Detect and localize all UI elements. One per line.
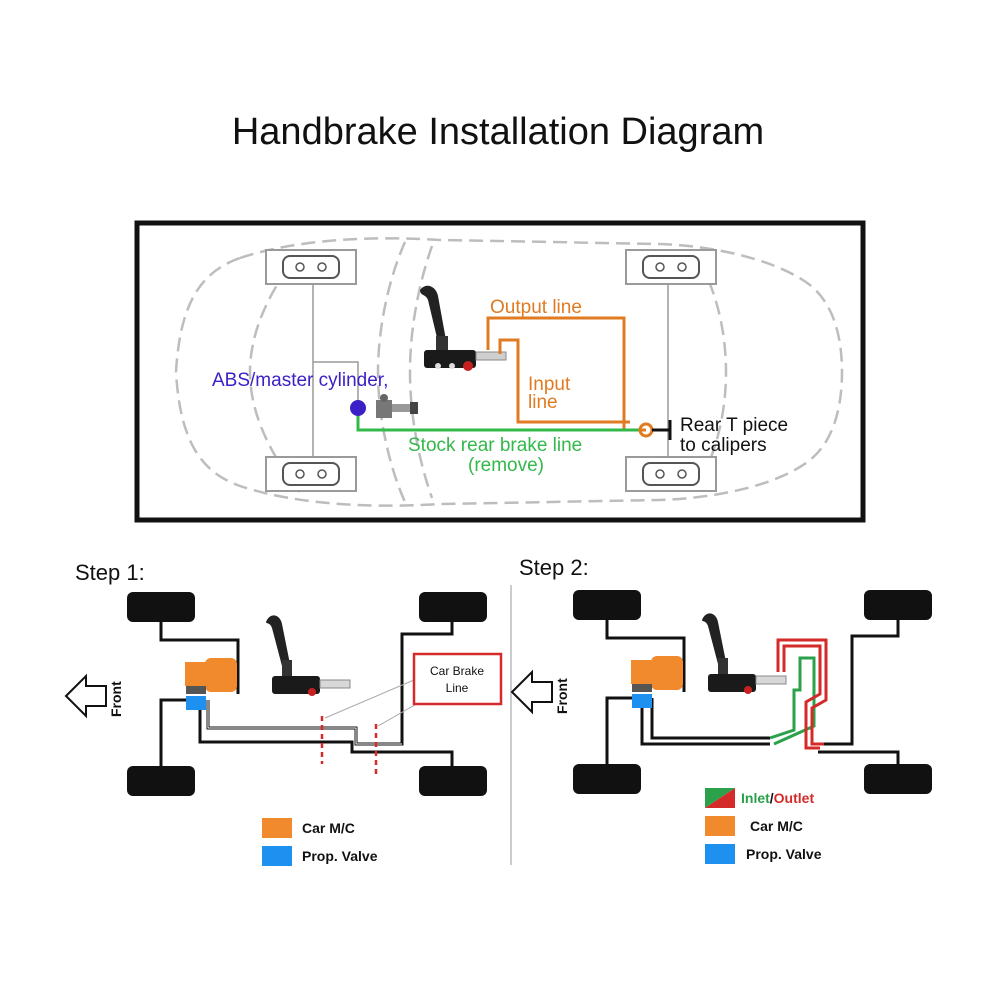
step1-tire-rear-bottom [419,766,487,796]
step1-front-label: Front [108,681,124,717]
step2-master-cylinder [631,656,683,692]
step2-legend-swatch-inlet-outlet [705,788,735,808]
step2-legend-swatch-mc [705,816,735,836]
abs-master-cylinder-dot [350,400,366,416]
step2-legend-inlet-outlet: Inlet/Outlet [741,790,814,806]
step2-outlet-line [776,638,828,750]
step2-front-label: Front [554,678,570,714]
step1-legend-swatch-valve [262,846,292,866]
step1-tire-front-bottom [127,766,195,796]
wheel-rear-left [625,249,717,285]
step2-tire-front-bottom [573,764,641,794]
overview-frame [134,220,866,523]
step2-label: Step 2: [519,555,589,580]
master-cylinder-icon [376,394,418,418]
overview-panel: ABS/master cylinder, Output line Input l… [134,220,866,523]
step1-pointer-2 [377,701,421,727]
step1-legend-swatch-mc [262,818,292,838]
input-line-label-2: line [528,392,558,413]
step2-brake-lines [605,620,900,764]
step1-car-brake-line-box [412,652,503,706]
step2-legend-swatch-valve [705,844,735,864]
abs-label: ABS/master cylinder, [212,370,388,391]
stock-line-label-2: (remove) [468,455,544,476]
wheel-front-left [265,249,357,285]
diagram-title: Handbrake Installation Diagram [232,111,764,153]
stock-rear-brake-line [356,416,640,432]
step1-front-arrow-icon [64,673,107,719]
step1-legend-label-valve: Prop. Valve [302,848,378,864]
step1-tire-front-top [127,592,195,622]
step2-panel: Step 2: [510,555,932,864]
output-line-label: Output line [490,297,582,318]
step2-legend-label-mc: Car M/C [750,818,803,834]
step2-tire-rear-top [864,590,932,620]
step1-car-brake-line-label-2: Line [446,681,469,695]
input-line-label-1: Input [528,374,571,395]
step2-front-arrow-icon [510,669,553,715]
input-line [498,338,630,424]
step2-tire-rear-bottom [864,764,932,794]
step1-label: Step 1: [75,560,145,585]
step1-tire-rear-top [419,592,487,622]
step2-inlet-line [769,656,816,746]
step2-tire-front-top [573,590,641,620]
wheel-rear-right [625,456,717,492]
step2-handbrake-icon [702,613,787,694]
step1-panel: Step 1: [64,560,503,866]
step1-legend-label-mc: Car M/C [302,820,355,836]
rear-t-piece-icon [638,420,672,440]
step2-legend-label-valve: Prop. Valve [746,846,822,862]
step1-handbrake-icon [266,615,351,696]
wheel-front-right [265,456,357,492]
step2-prop-valve [632,694,652,708]
stock-line-label-1: Stock rear brake line [408,435,582,456]
step1-pointer-1 [324,679,415,719]
step1-prop-valve [186,696,206,710]
rear-t-label-2: to calipers [680,435,767,456]
step1-car-brake-line-label-1: Car Brake [430,664,484,678]
step1-master-cylinder [185,658,237,694]
rear-t-label-1: Rear T piece [680,415,788,436]
car-outline [174,237,844,507]
handbrake-lever-icon [420,285,507,371]
master-cylinder-link [313,361,359,404]
